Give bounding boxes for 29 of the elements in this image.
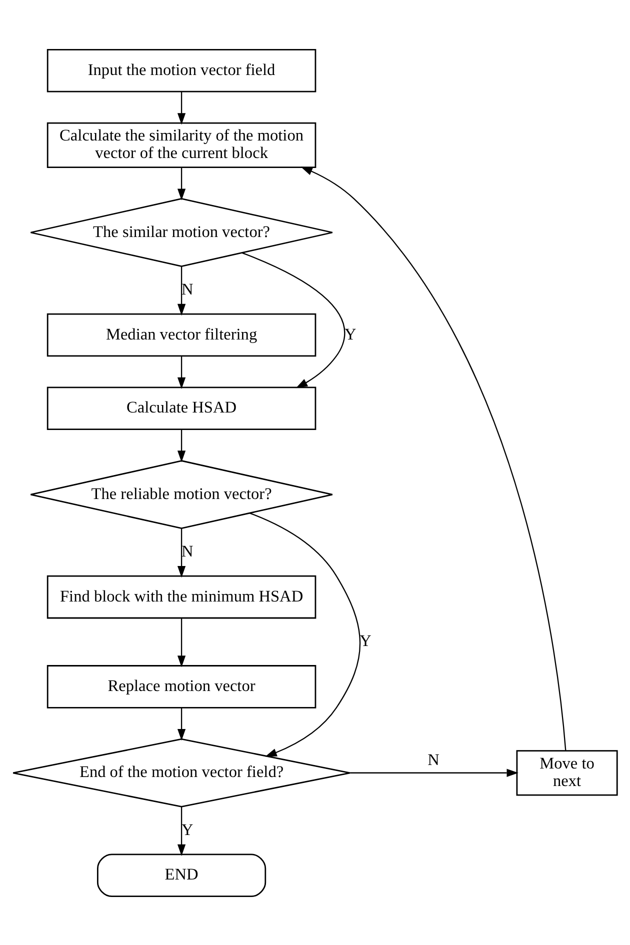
- node-box: END: [96, 853, 266, 897]
- edge-label: Y: [181, 819, 194, 838]
- node-box: Replace motion vector: [46, 664, 316, 708]
- edge-label: N: [428, 749, 440, 768]
- edge-label: N: [181, 541, 194, 560]
- arrow: [177, 356, 186, 388]
- node-diamond: The reliable motion vector?: [30, 460, 334, 529]
- arrow: [177, 91, 186, 124]
- arrow: [177, 528, 186, 578]
- edge-label: Y: [344, 324, 356, 343]
- arrow: [242, 252, 346, 388]
- arrow: [177, 806, 186, 856]
- node-box: Move to next: [516, 750, 618, 796]
- node-diamond: The similar motion vector?: [30, 198, 334, 266]
- edge-label: N: [181, 278, 194, 298]
- node-box: Median vector filtering: [46, 312, 316, 356]
- node-box: Calculate the similarity of the motion vector of the current block: [46, 122, 316, 168]
- arrow: [250, 512, 361, 756]
- arrow: [177, 266, 186, 316]
- arrow: [177, 707, 186, 740]
- arrow: [300, 166, 566, 750]
- node-box: Find block with the minimum HSAD: [46, 574, 316, 618]
- arrow: [177, 428, 186, 462]
- arrow: [350, 768, 518, 776]
- node-box: Calculate HSAD: [46, 386, 316, 430]
- arrow: [177, 166, 186, 200]
- node-box: Input the motion vector field: [46, 48, 316, 92]
- arrow: [177, 618, 186, 667]
- node-diamond: End of the motion vector field?: [12, 738, 351, 807]
